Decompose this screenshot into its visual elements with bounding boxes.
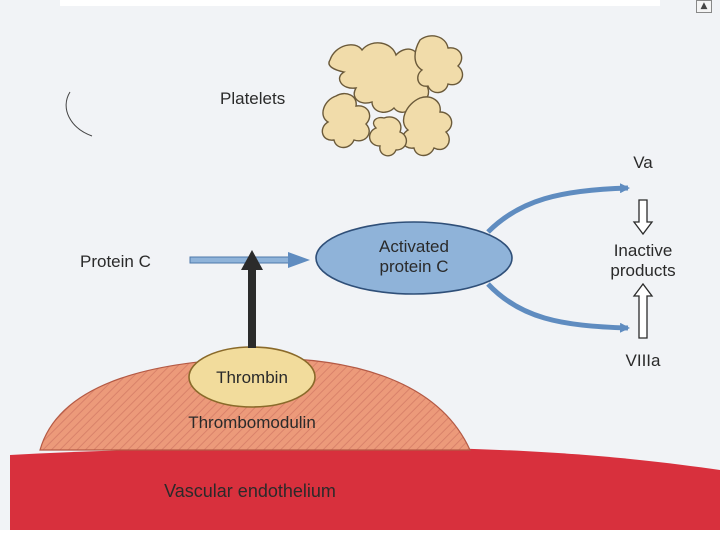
activated-line2-label: protein C [380, 257, 449, 276]
viiia-up-arrow [632, 282, 654, 339]
viiia-label: VIIIa [626, 351, 662, 370]
activated-line1-label: Activated [379, 237, 449, 256]
thrombomodulin-label: Thrombomodulin [188, 413, 316, 432]
protein-c-arrow [189, 252, 310, 268]
protein-c-label: Protein C [80, 252, 151, 271]
vascular-endothelium-shape [10, 447, 720, 540]
arrow-to-viiia [486, 282, 630, 333]
bottom-white-strip [0, 530, 720, 540]
activated-protein-c-node [315, 221, 513, 295]
thrombin-label: Thrombin [216, 368, 288, 387]
platelets-label: Platelets [220, 89, 285, 108]
background-scribble [65, 91, 93, 137]
inactive-line2-label: products [610, 261, 675, 280]
scroll-up-icon[interactable]: ▲ [696, 0, 712, 13]
va-label: Va [633, 153, 653, 172]
platelets-cluster [321, 35, 464, 157]
inactive-line1-label: Inactive [614, 241, 673, 260]
va-down-arrow [632, 199, 654, 236]
vascular-endothelium-label: Vascular endothelium [164, 481, 336, 501]
top-strip [60, 0, 660, 6]
thrombin-up-arrow [241, 250, 263, 348]
arrow-to-va [486, 183, 630, 234]
